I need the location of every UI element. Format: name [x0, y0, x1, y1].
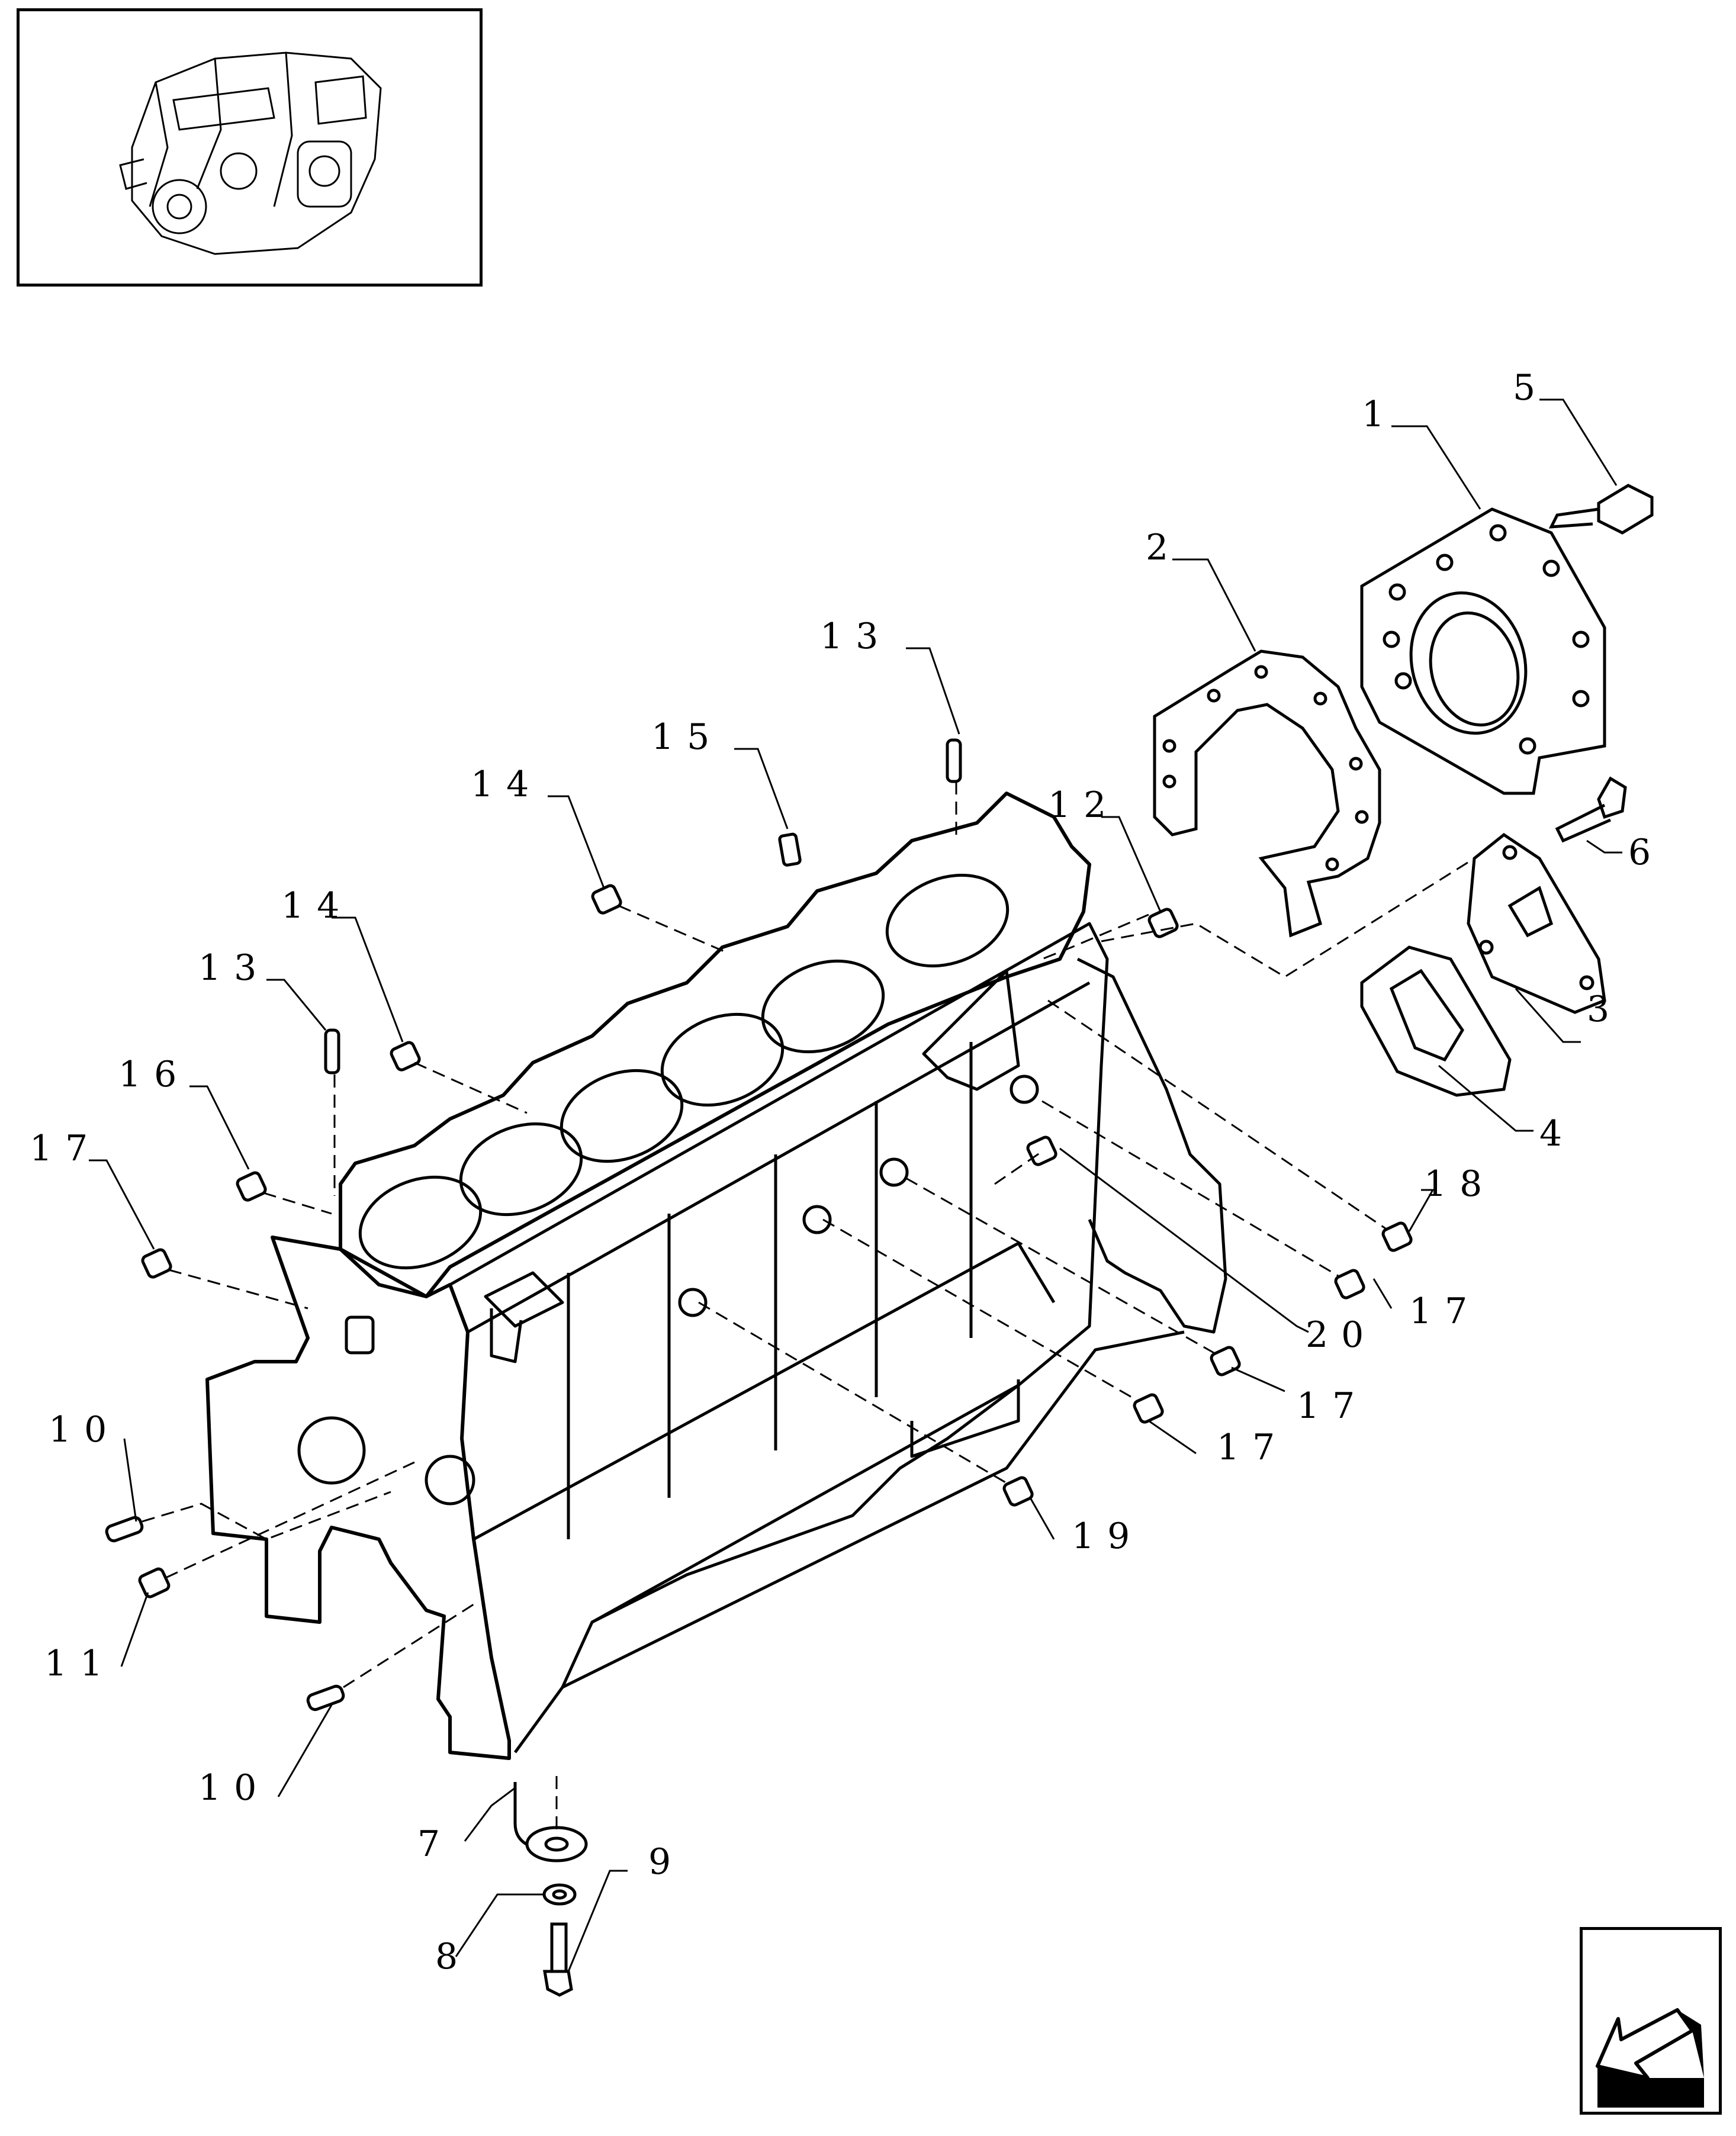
cover-plate: [1467, 832, 1606, 1014]
callout-17-left: 17: [30, 1128, 101, 1169]
plugs-and-pins: [105, 738, 1413, 1712]
rear-seal-housing: [1360, 507, 1606, 795]
callout-17-right-2: 17: [1297, 1385, 1368, 1427]
callout-9: 9: [648, 1841, 684, 1883]
callout-17-right-1: 17: [1409, 1291, 1480, 1332]
rear-gasket: [1153, 649, 1381, 938]
callout-8: 8: [435, 1936, 471, 1977]
bolt-6: [1555, 776, 1627, 843]
engine-thumbnail-icon: [119, 52, 382, 255]
bolt-5: [1548, 484, 1654, 535]
assembly-lines: [142, 781, 1475, 1829]
callout-20: 20: [1306, 1314, 1377, 1356]
back-navigation-button[interactable]: [1580, 1927, 1722, 2115]
callout-6: 6: [1628, 832, 1664, 873]
callout-10-upper: 10: [49, 1409, 120, 1450]
callout-3: 3: [1587, 989, 1622, 1030]
engine-thumbnail: [17, 8, 483, 287]
callout-13-lower: 13: [198, 947, 269, 989]
callout-4: 4: [1539, 1113, 1575, 1154]
callout-19: 19: [1072, 1516, 1143, 1557]
leader-lines: [89, 398, 1622, 1972]
arrow-back-icon: [1596, 2008, 1704, 2108]
callout-14-upper: 14: [471, 764, 542, 805]
callout-2: 2: [1146, 527, 1181, 568]
callout-11: 11: [44, 1643, 115, 1684]
callout-7: 7: [417, 1823, 453, 1865]
callout-labels: 1 2 3 4 5 6 7 8 9 10 10 11 12 13 13 14 1…: [30, 367, 1664, 1977]
callout-18: 18: [1424, 1163, 1495, 1205]
callout-14-lower: 14: [281, 885, 352, 927]
engine-block: [205, 792, 1227, 1760]
callout-17-right-3: 17: [1217, 1427, 1288, 1468]
callout-5: 5: [1513, 367, 1548, 408]
cover-gasket: [1360, 945, 1512, 1097]
callout-1: 1: [1362, 394, 1397, 435]
oil-pipe-assembly: [513, 1782, 588, 1997]
callout-15: 15: [651, 716, 722, 758]
callout-13-upper: 13: [820, 616, 891, 657]
callout-12: 12: [1048, 784, 1119, 826]
callout-10-lower: 10: [198, 1767, 269, 1809]
callout-16: 16: [118, 1054, 189, 1095]
